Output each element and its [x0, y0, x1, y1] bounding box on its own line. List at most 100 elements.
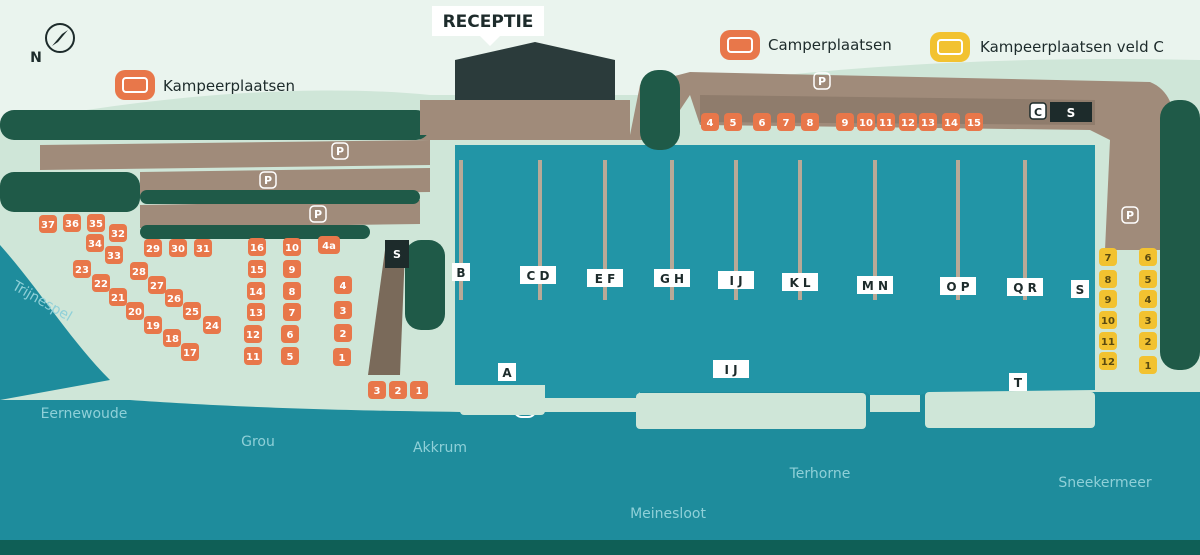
pier-label: G H: [660, 272, 684, 286]
camping-spot: [724, 113, 742, 131]
camping-spot-label: 11: [246, 352, 260, 363]
camping-spot: [163, 329, 181, 347]
camping-spot: [753, 113, 771, 131]
camping-spot: [169, 239, 187, 257]
camping-spot: [248, 238, 266, 256]
camping-spot: [109, 224, 127, 242]
island-center: [636, 393, 866, 429]
camping-spot: [1099, 290, 1117, 308]
parking-marker: [813, 72, 831, 90]
field-c-marker: [1029, 102, 1047, 120]
camping-spot-label: 13: [249, 308, 263, 319]
camping-spot-label: 6: [1145, 253, 1152, 264]
sanitary-building: [1050, 102, 1092, 122]
camping-spot-label: 5: [730, 118, 737, 129]
camping-spot: [389, 381, 407, 399]
caravan-icon: [122, 77, 148, 93]
pier-label-box: [520, 266, 556, 284]
camping-spot: [1139, 248, 1157, 266]
camping-spot-label: 14: [944, 118, 958, 129]
sanitary-label: S: [1067, 106, 1076, 120]
camping-spot-label: 2: [1145, 337, 1152, 348]
camping-spot: [281, 325, 299, 343]
waterway-label: Meinesloot: [630, 506, 706, 522]
waterway-label: Sneekermeer: [1058, 475, 1152, 491]
camping-spot: [919, 113, 937, 131]
sanitary-label-2: S: [393, 248, 401, 261]
spot-4a-label: 4a: [322, 241, 336, 252]
pier-label: M N: [862, 279, 888, 293]
camping-spot-label: 16: [250, 243, 264, 254]
camping-spot: [1099, 311, 1117, 329]
camping-spot: [39, 215, 57, 233]
camping-spot: [334, 276, 352, 294]
camping-spot: [701, 113, 719, 131]
camping-spot: [63, 214, 81, 232]
camping-spot-label: 28: [132, 267, 146, 278]
camping-spot: [92, 274, 110, 292]
camping-spot-label: 1: [416, 386, 423, 397]
camping-spot-label: 10: [859, 118, 873, 129]
pier-label-box: [452, 263, 470, 281]
camping-spot-label: 27: [150, 281, 164, 292]
camping-spot-label: 10: [1101, 316, 1115, 327]
pier-label-box: [857, 276, 893, 294]
camping-spot-label: 21: [111, 293, 125, 304]
camping-spot-label: 12: [1101, 357, 1115, 368]
camping-spot: [1099, 332, 1117, 350]
camping-spot-label: 11: [1101, 337, 1115, 348]
camping-spot: [126, 302, 144, 320]
river-water-main: [0, 392, 1200, 555]
camping-spot: [283, 282, 301, 300]
camping-spot: [109, 288, 127, 306]
camping-spot-label: 17: [183, 348, 197, 359]
camping-spot-label: 7: [783, 118, 790, 129]
pier: [459, 160, 463, 300]
camping-spot: [244, 347, 262, 365]
road-left-3: [140, 200, 420, 228]
tree-line-top: [0, 70, 1200, 370]
camping-spot-label: 34: [88, 239, 102, 250]
camping-spot-label: 25: [185, 307, 199, 318]
compass-icon: [45, 23, 75, 53]
camping-spot: [333, 348, 351, 366]
parking-label: P: [336, 145, 344, 158]
waterway-label: Eernewoude: [41, 406, 128, 422]
camping-spot-label: 8: [1105, 275, 1112, 286]
camping-spot: [368, 381, 386, 399]
camping-spot-label: 35: [89, 219, 103, 230]
parking-label: P: [314, 208, 322, 221]
pier: [1023, 160, 1027, 300]
camping-spot-label: 32: [111, 229, 125, 240]
camping-spot-label: 3: [374, 386, 381, 397]
camping-spot-label: 6: [287, 330, 294, 341]
camping-spot-label: 2: [395, 386, 402, 397]
road-left-2: [140, 168, 430, 196]
pier-label: C D: [527, 269, 550, 283]
camping-spot-label: 6: [759, 118, 766, 129]
camping-spot-label: 8: [807, 118, 814, 129]
camping-spot: [1139, 356, 1157, 374]
island-right: [925, 392, 1095, 428]
legend-camping: [115, 70, 155, 100]
camping-spot-label: 9: [1105, 295, 1112, 306]
pier-label: E F: [595, 272, 616, 286]
island-left: [460, 385, 545, 415]
camping-spot-label: 20: [128, 307, 142, 318]
pier-label: B: [456, 266, 465, 280]
pier: [956, 160, 960, 300]
camping-spot: [86, 234, 104, 252]
legend-camper: [720, 30, 760, 60]
compass-north-letter: N: [30, 50, 42, 66]
pier-label-box: [498, 363, 516, 381]
camping-spot-label: 3: [1145, 316, 1152, 327]
pier-label: I J: [724, 363, 737, 377]
pier-label: O P: [946, 280, 969, 294]
camping-spot: [836, 113, 854, 131]
camping-spot: [283, 260, 301, 278]
pier-label-box: [1009, 373, 1027, 391]
camping-spot: [965, 113, 983, 131]
pier: [670, 160, 674, 300]
parking-label: P: [818, 75, 826, 88]
